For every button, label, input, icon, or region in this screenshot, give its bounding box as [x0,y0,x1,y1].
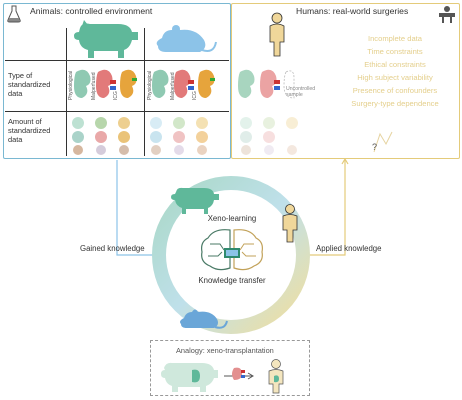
constraint-item: Incomplete data [367,34,423,43]
applied-knowledge-label: Applied knowledge [316,244,382,253]
analogy-title: Analogy: xeno-transplantation [176,346,274,355]
uncontrolled-sample-label: Uncontrolled sample [286,86,316,98]
constraint-item: High subject variability [357,73,433,82]
table-divider [5,111,229,112]
knowledge-cycle-ring [152,176,310,334]
human-amount-icons [240,117,298,155]
analogy-box [150,340,310,396]
human-icon [282,204,298,243]
flask-icon [7,5,21,23]
constraint-item: Time constraints [367,47,423,56]
humans-panel-title: Humans: real-world surgeries [296,6,409,16]
xeno-learning-label: Xeno-learning [207,214,257,223]
row-label-type: Type of standardized data [8,71,51,98]
pig-icon [171,187,219,214]
mouse-icon [180,309,228,329]
animals-panel [3,3,231,159]
pig-icon [74,20,138,58]
row-label-amount: Amount of standardized data [8,117,51,144]
constraint-item: Surgery-type dependence [351,99,439,108]
brain-network-icon [201,229,263,271]
table-column-divider [66,28,67,156]
human-data-types-icons [238,69,295,99]
mouse-icon [156,25,217,52]
animals-panel-title: Animals: controlled environment [30,6,153,16]
amount-data-icons [72,117,208,155]
table-divider [5,60,229,61]
xeno-transplant-illustration [161,359,284,394]
constraint-item: Presence of confounders [352,86,438,95]
question-scribble-icon: ? [372,131,393,153]
mouse-data-types-icons [152,69,215,98]
pig-data-types-icons [74,69,137,98]
table-column-divider [144,28,145,156]
svg-text:?: ? [372,142,377,152]
human-icon [269,12,285,57]
humans-panel [231,3,460,159]
gained-knowledge-label: Gained knowledge [80,244,145,253]
surgery-icon [439,6,455,23]
knowledge-transfer-label: Knowledge transfer [198,276,266,285]
constraint-item: Ethical constraints [364,60,426,69]
